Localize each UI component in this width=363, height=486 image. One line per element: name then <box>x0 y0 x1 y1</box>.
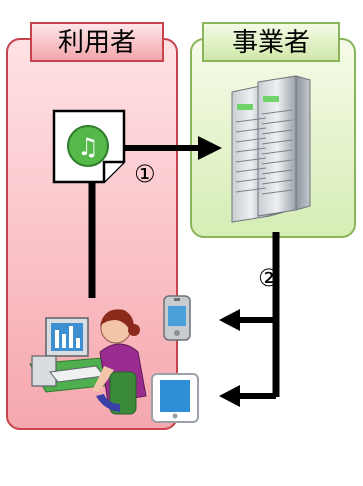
business-label: 事業者 <box>202 22 340 62</box>
svg-text:♫: ♫ <box>77 133 99 161</box>
tablet-icon <box>151 373 199 423</box>
upload-arrow <box>120 136 222 160</box>
step-1-label: ① <box>134 160 156 188</box>
mobile-phone-icon <box>163 295 191 341</box>
step-2-label: ② <box>258 264 280 292</box>
music-file-icon: ♫ <box>52 109 126 184</box>
user-label: 利用者 <box>30 22 164 62</box>
server-icon <box>231 75 311 223</box>
computer-user-icon <box>29 309 147 415</box>
delivery-arrow <box>219 232 280 407</box>
